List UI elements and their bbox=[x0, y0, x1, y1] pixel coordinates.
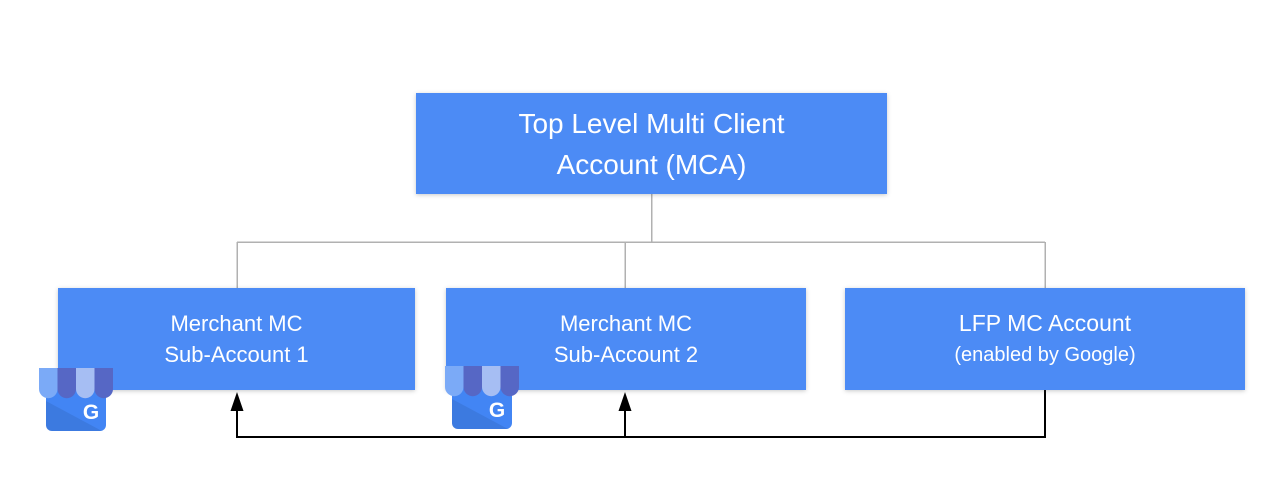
node-label-line: Account (MCA) bbox=[556, 148, 747, 180]
node-label-line: Merchant MC bbox=[170, 311, 303, 336]
google-my-business-icon: G bbox=[445, 366, 519, 429]
gmb-letter-g: G bbox=[83, 401, 99, 424]
gmb-letter-g: G bbox=[489, 399, 505, 422]
node-label-line: (enabled by Google) bbox=[954, 344, 1136, 366]
lfp-feedback-arrows bbox=[230, 390, 1046, 438]
gmb-awning bbox=[445, 366, 519, 397]
node-label-line: Sub-Account 2 bbox=[553, 342, 699, 367]
google-my-business-icon: G bbox=[39, 368, 113, 431]
node-label-line: Sub-Account 1 bbox=[164, 342, 309, 367]
gmb-awning bbox=[39, 368, 113, 399]
arrow-head-up-icon bbox=[230, 392, 244, 411]
node-label-line: LFP MC Account bbox=[958, 310, 1132, 336]
node-top-level-mca: Top Level Multi Client Account (MCA) bbox=[416, 93, 887, 194]
node-label-line: Top Level Multi Client bbox=[518, 107, 785, 139]
tree-connector-lines bbox=[236, 194, 1046, 288]
node-label-line: Merchant MC bbox=[559, 311, 693, 336]
arrow-head-up-icon bbox=[618, 392, 632, 411]
node-lfp-mc-account: LFP MC Account (enabled by Google) bbox=[845, 288, 1245, 390]
node-merchant-mc-sub-account-1: Merchant MC Sub-Account 1 bbox=[58, 288, 415, 390]
